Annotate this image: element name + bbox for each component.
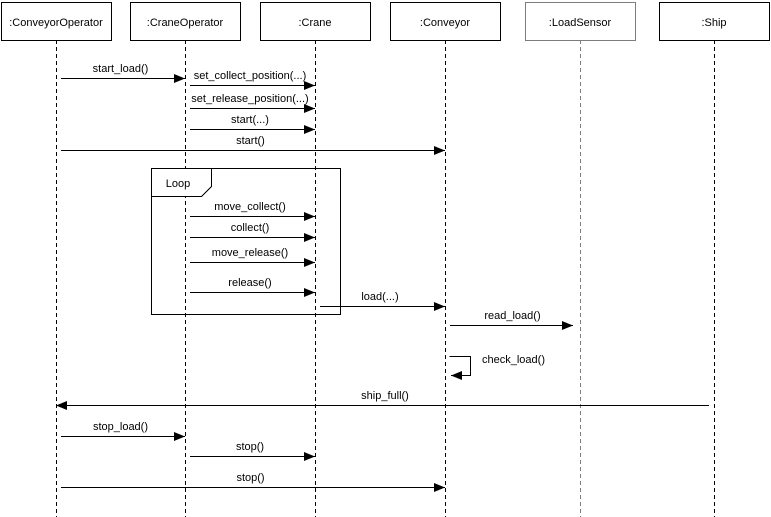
msg-move-release-label: move_release() (212, 247, 288, 259)
msg-start-load-label: start_load() (93, 63, 149, 75)
loop-fragment: Loop (151, 168, 341, 315)
msg-load-label: load(...) (361, 291, 398, 303)
participant-crane-operator: :CraneOperator (130, 2, 241, 517)
msg-collect-label: collect() (231, 222, 270, 234)
msg-check-load-label: check_load() (482, 354, 545, 366)
participant-box-ship (659, 2, 770, 41)
participant-conveyor-operator: :ConveyorOperator (1, 2, 112, 517)
participant-box-crane (260, 2, 371, 41)
participant-label-crane-operator: :CraneOperator (147, 17, 224, 29)
loop-fragment-frame (151, 168, 341, 315)
msg-stop-load: stop_load() (61, 421, 185, 441)
msg-set-collect-position-label: set_collect_position(...) (194, 70, 307, 82)
participant-ship: :Ship (659, 2, 770, 517)
participant-conveyor: :Conveyor (390, 2, 501, 517)
participant-label-load-sensor: :LoadSensor (549, 17, 612, 29)
msg-stop-conveyor: stop() (61, 472, 445, 492)
msg-stop-crane: stop() (190, 441, 315, 461)
msg-move-release: move_release() (190, 247, 315, 267)
msg-set-collect-position: set_collect_position(...) (190, 70, 315, 90)
msg-release: release() (190, 277, 315, 297)
participant-label-conveyor: :Conveyor (420, 17, 470, 29)
msg-read-load: read_load() (450, 310, 573, 330)
msg-move-collect: move_collect() (190, 201, 315, 221)
msg-read-load-label: read_load() (484, 310, 540, 322)
participant-box-conveyor-operator (1, 2, 112, 41)
msg-collect: collect() (190, 222, 315, 242)
participant-box-conveyor (390, 2, 501, 41)
loop-fragment-label: Loop (166, 178, 190, 190)
msg-check-load: check_load() (449, 354, 545, 380)
msg-move-collect-label: move_collect() (214, 201, 286, 213)
msg-start-crane-label: start(...) (231, 114, 269, 126)
loop-fragment-tab (151, 168, 212, 197)
msg-set-release-position: set_release_position(...) (190, 93, 315, 113)
participant-label-crane: :Crane (298, 17, 331, 29)
msg-stop-load-label: stop_load() (93, 421, 148, 433)
msg-start-load: start_load() (61, 63, 185, 83)
participant-crane: :Crane (260, 2, 371, 517)
msg-load: load(...) (320, 291, 445, 311)
participant-label-conveyor-operator: :ConveyorOperator (9, 17, 103, 29)
msg-ship-full: ship_full() (56, 390, 709, 410)
msg-release-label: release() (228, 277, 271, 289)
participant-load-sensor: :LoadSensor (525, 2, 636, 517)
msg-stop-conveyor-label: stop() (236, 472, 264, 484)
msg-check-load-line (449, 356, 471, 380)
msg-start-conveyor-label: start() (236, 135, 265, 147)
msg-set-release-position-label: set_release_position(...) (191, 93, 308, 105)
msg-stop-crane-label: stop() (236, 441, 264, 453)
msg-start-crane: start(...) (190, 114, 315, 134)
msg-start-conveyor: start() (61, 135, 445, 155)
participant-label-ship: :Ship (701, 17, 726, 29)
msg-ship-full-label: ship_full() (361, 390, 409, 402)
participant-box-load-sensor (525, 2, 636, 41)
participant-box-crane-operator (130, 2, 241, 41)
